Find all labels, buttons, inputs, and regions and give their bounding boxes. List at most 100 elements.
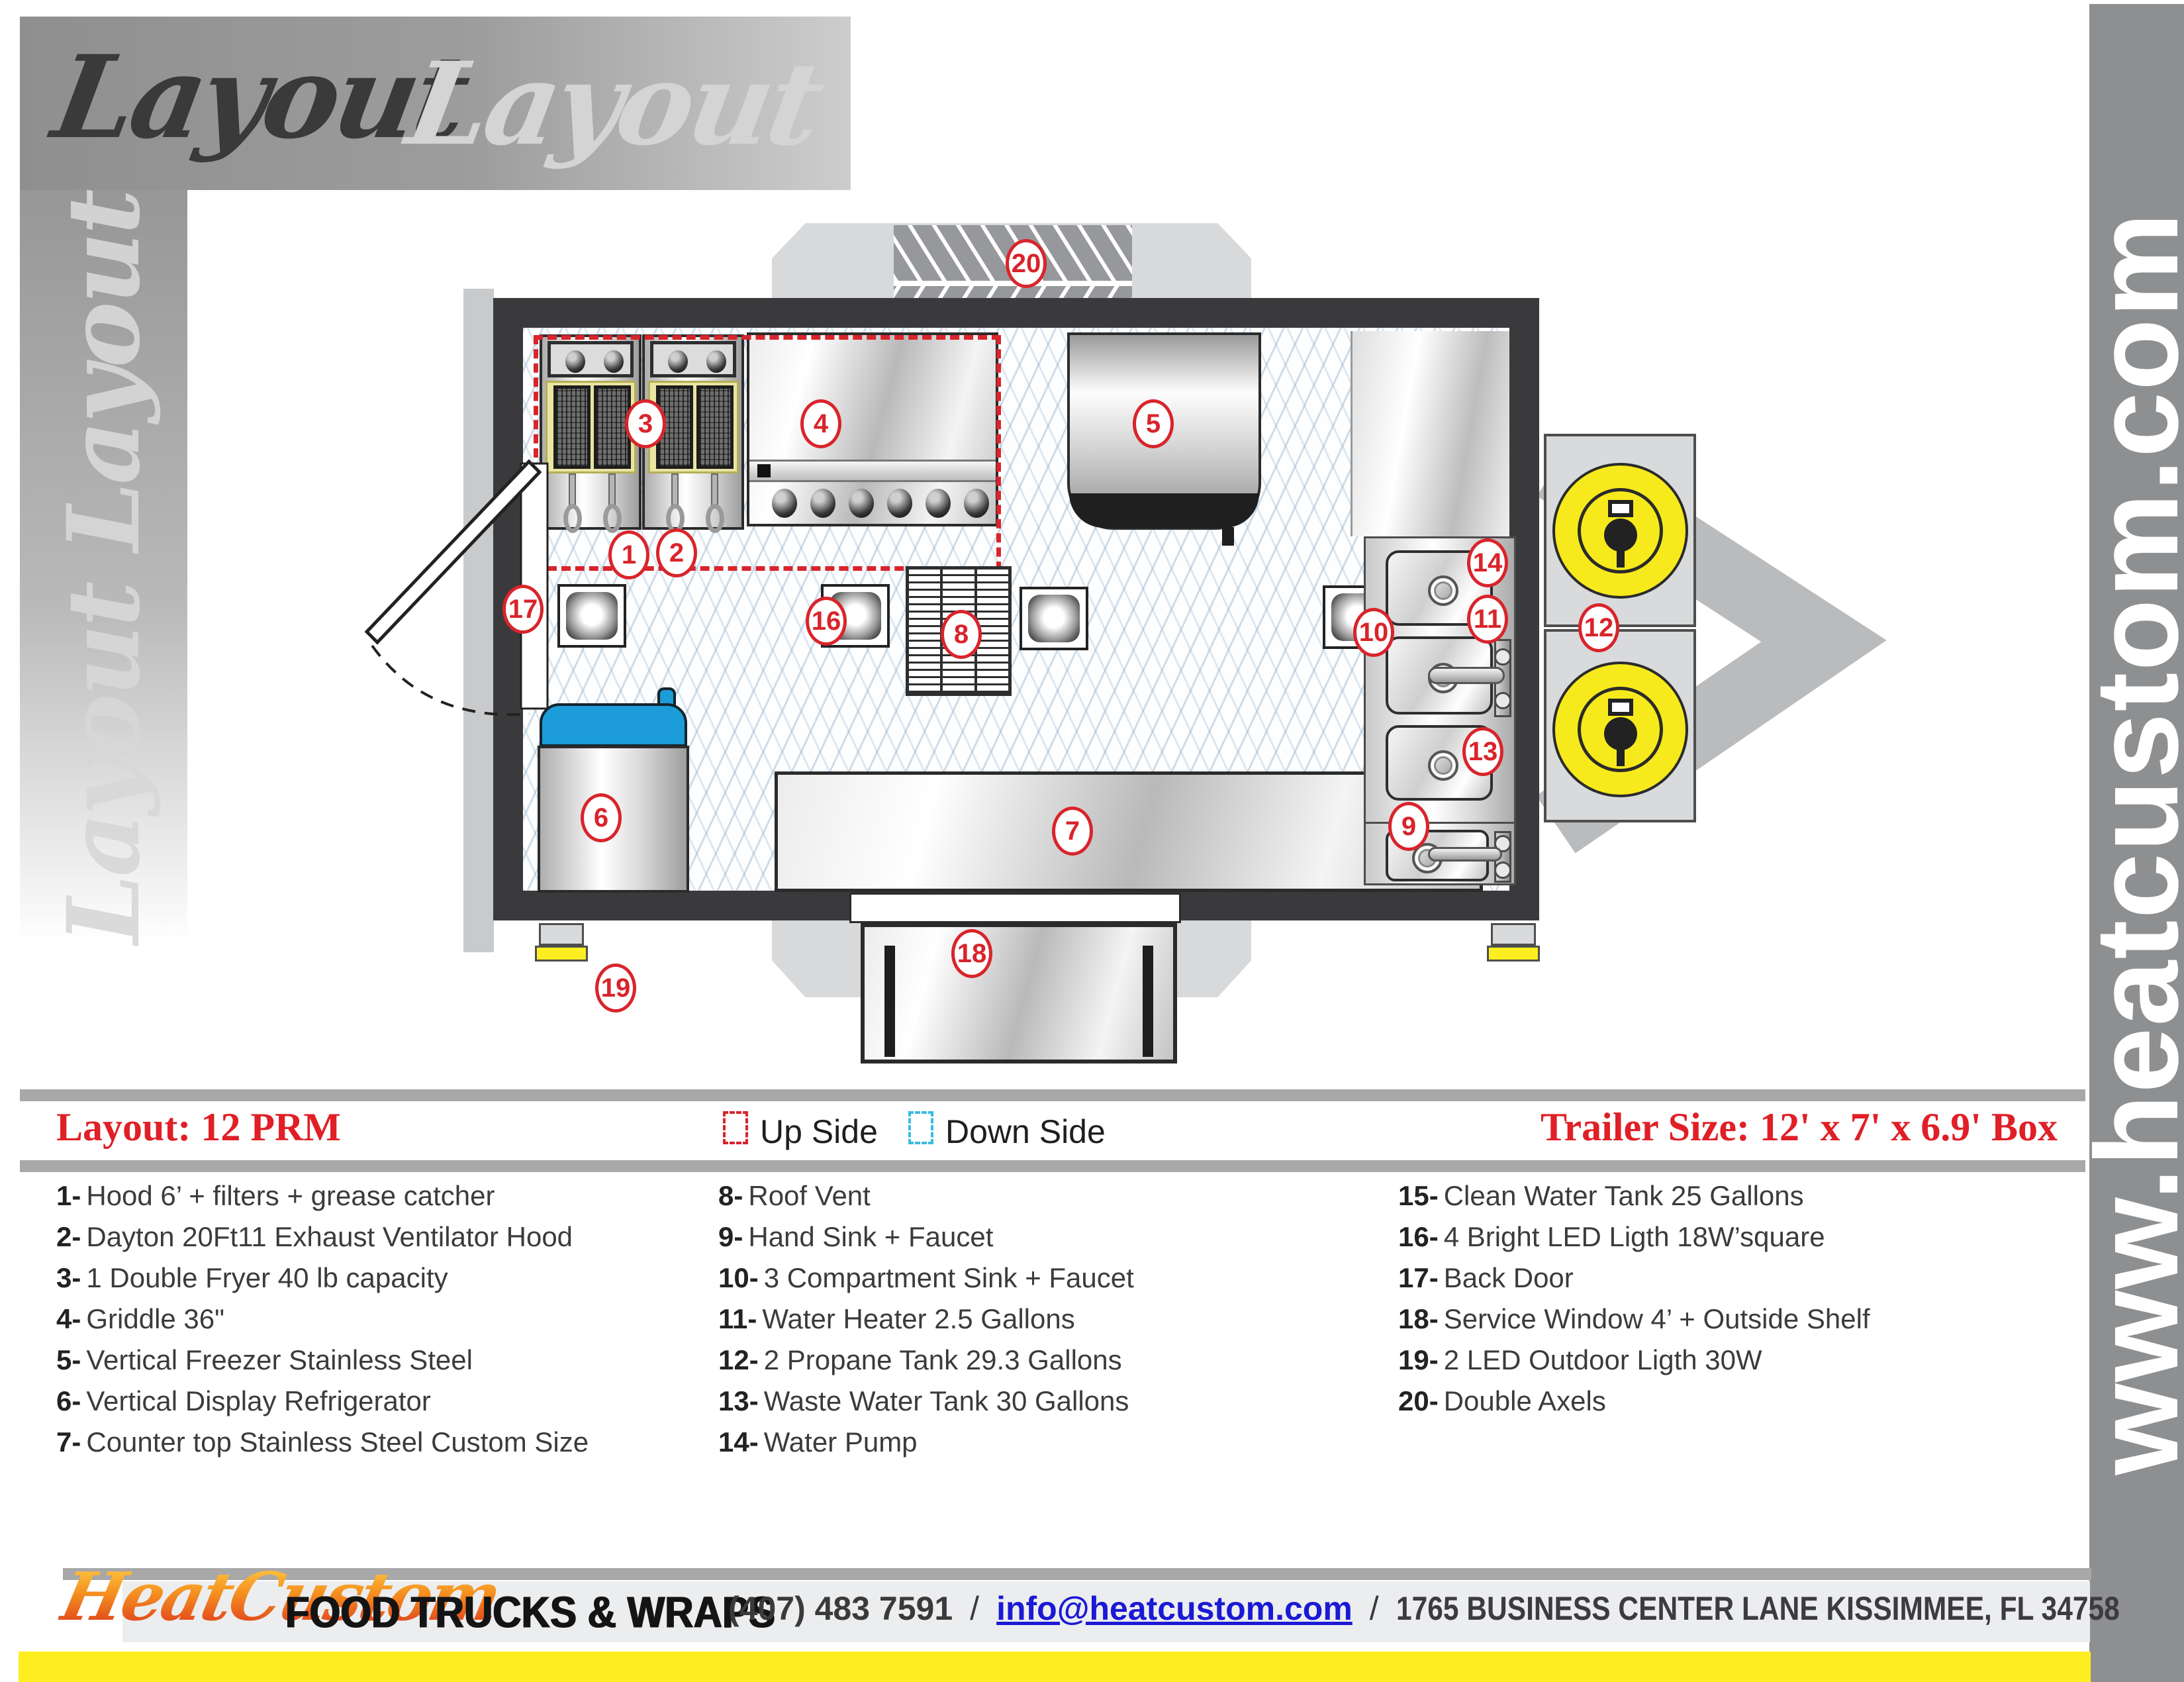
fryer-basket	[696, 385, 734, 469]
service-window-opening	[849, 893, 1181, 923]
fryer2-knob-panel	[650, 341, 736, 377]
street-address: 1765 BUSINESS CENTER LANE KISSIMMEE, FL …	[1396, 1590, 2120, 1627]
led-light	[557, 584, 626, 648]
led-glow	[566, 592, 618, 640]
service-window-shelf	[861, 923, 1177, 1064]
legend-item-1: 1-Hood 6’ + filters + grease catcher	[56, 1180, 495, 1211]
email-link[interactable]: info@heatcustom.com	[996, 1590, 1353, 1627]
outdoor-led	[1487, 946, 1540, 962]
legend-item-3: 3-1 Double Fryer 40 lb capacity	[56, 1262, 448, 1293]
separator-slash: /	[970, 1590, 980, 1627]
propane-core	[1604, 519, 1637, 552]
led-light	[1020, 587, 1088, 650]
fryer-basket	[553, 385, 591, 469]
outdoor-led	[535, 946, 588, 962]
upside-swatch	[723, 1111, 748, 1144]
header-bar-top	[20, 1089, 2085, 1101]
sink-basin-3	[1386, 725, 1493, 801]
faucet-spout	[1428, 667, 1505, 684]
sink-drain	[1428, 750, 1458, 781]
legend-item-5: 5-Vertical Freezer Stainless Steel	[56, 1344, 473, 1375]
trailer-size-title: Trailer Size: 12' x 7' x 6.9' Box	[1540, 1105, 2058, 1149]
legend-item-2: 2-Dayton 20Ft11 Exhaust Ventilator Hood	[56, 1221, 573, 1252]
left-skirt	[463, 289, 494, 952]
griddle-knob	[810, 489, 835, 518]
footer-bar	[63, 1568, 2091, 1580]
website-sidebar: www.heatcustom.com	[2071, 4, 2184, 1682]
legend-col-2: 8-Roof Vent 9-Hand Sink + Faucet 10-3 Comp…	[718, 1175, 1407, 1463]
griddle-ignition	[757, 464, 771, 477]
freezer-base	[1069, 493, 1259, 528]
propane-box-1	[1544, 434, 1696, 627]
fryer-knob	[565, 350, 585, 373]
layout-title: Layout: 12 PRM	[56, 1105, 341, 1149]
fryer-basket	[594, 385, 631, 469]
sink-drain	[1428, 575, 1458, 606]
separator-slash: /	[1369, 1590, 1379, 1627]
propane-ring	[1578, 687, 1663, 772]
legend-item-12: 12-2 Propane Tank 29.3 Gallons	[718, 1344, 1122, 1375]
propane-ring	[1578, 488, 1663, 573]
legend-item-14: 14-Water Pump	[718, 1426, 918, 1458]
faucet-knob	[1494, 835, 1511, 852]
right-counter	[1351, 331, 1509, 536]
legend-item-20: 20-Double Axels	[1398, 1385, 1606, 1416]
downside-swatch	[908, 1111, 933, 1144]
fryer1-knob-panel	[547, 341, 634, 377]
griddle-knob	[849, 489, 874, 518]
basket-handle-loop	[563, 504, 582, 533]
basket-handle-loop	[706, 504, 724, 533]
griddle-knob	[772, 489, 797, 518]
legend-item-10: 10-3 Compartment Sink + Faucet	[718, 1262, 1134, 1293]
banner: Layout Layout	[20, 17, 851, 190]
propane-stem	[1617, 749, 1625, 766]
legend-item-19: 19-2 LED Outdoor Ligth 30W	[1398, 1344, 1762, 1375]
legend-item-17: 17-Back Door	[1398, 1262, 1574, 1293]
door-swing-arc	[371, 644, 530, 717]
shelf-post	[1143, 946, 1153, 1057]
legend-item-9: 9-Hand Sink + Faucet	[718, 1221, 994, 1252]
griddle-knob	[887, 489, 912, 518]
left-watermark-strip: Layout Layout	[20, 190, 187, 945]
legend-item-18: 18-Service Window 4’ + Outside Shelf	[1398, 1303, 1870, 1334]
legend-item-6: 6-Vertical Display Refrigerator	[56, 1385, 431, 1416]
legend-item-8: 8-Roof Vent	[718, 1180, 871, 1211]
fryer-knob	[604, 350, 624, 373]
shelf-post	[884, 946, 895, 1057]
griddle-knob	[926, 489, 951, 518]
faucet-knob	[1494, 648, 1511, 666]
propane-stem	[1617, 550, 1625, 568]
propane-tank	[1552, 463, 1688, 599]
door-opening	[520, 462, 549, 710]
door-leaf	[364, 459, 542, 645]
fryer-unit-1	[540, 334, 641, 533]
propane-valve	[1608, 500, 1633, 517]
sink-divider	[1366, 822, 1514, 824]
propane-core	[1604, 717, 1637, 750]
legend-item-13: 13-Waste Water Tank 30 Gallons	[718, 1385, 1129, 1416]
legend-item-7: 7-Counter top Stainless Steel Custom Siz…	[56, 1426, 589, 1458]
display-fridge-cap	[540, 703, 687, 747]
fryer-knob	[668, 350, 688, 373]
faucet-knob	[1494, 862, 1511, 879]
legend-item-11: 11-Water Heater 2.5 Gallons	[718, 1303, 1075, 1334]
fryer1-vat	[546, 381, 636, 473]
griddle-mid-strip	[749, 460, 996, 482]
contact-row: (407) 483 7591 / info@heatcustom.com / 1…	[728, 1589, 2184, 1628]
outdoor-led-bracket	[1491, 923, 1536, 946]
header-bar-bottom	[20, 1160, 2085, 1172]
fryer-unit-2	[642, 334, 744, 533]
faucet-knob	[1494, 692, 1511, 709]
downside-label: Down Side	[945, 1113, 1106, 1150]
sink-unit	[1364, 536, 1516, 885]
outdoor-led-bracket	[539, 923, 584, 946]
fryer-knob	[706, 350, 726, 373]
legend-col-1: 1-Hood 6’ + filters + grease catcher 2-Da…	[56, 1175, 745, 1463]
propane-box-2	[1544, 629, 1696, 822]
upside-label: Up Side	[760, 1113, 878, 1150]
griddle	[747, 332, 998, 526]
faucet-spout	[1428, 847, 1502, 862]
